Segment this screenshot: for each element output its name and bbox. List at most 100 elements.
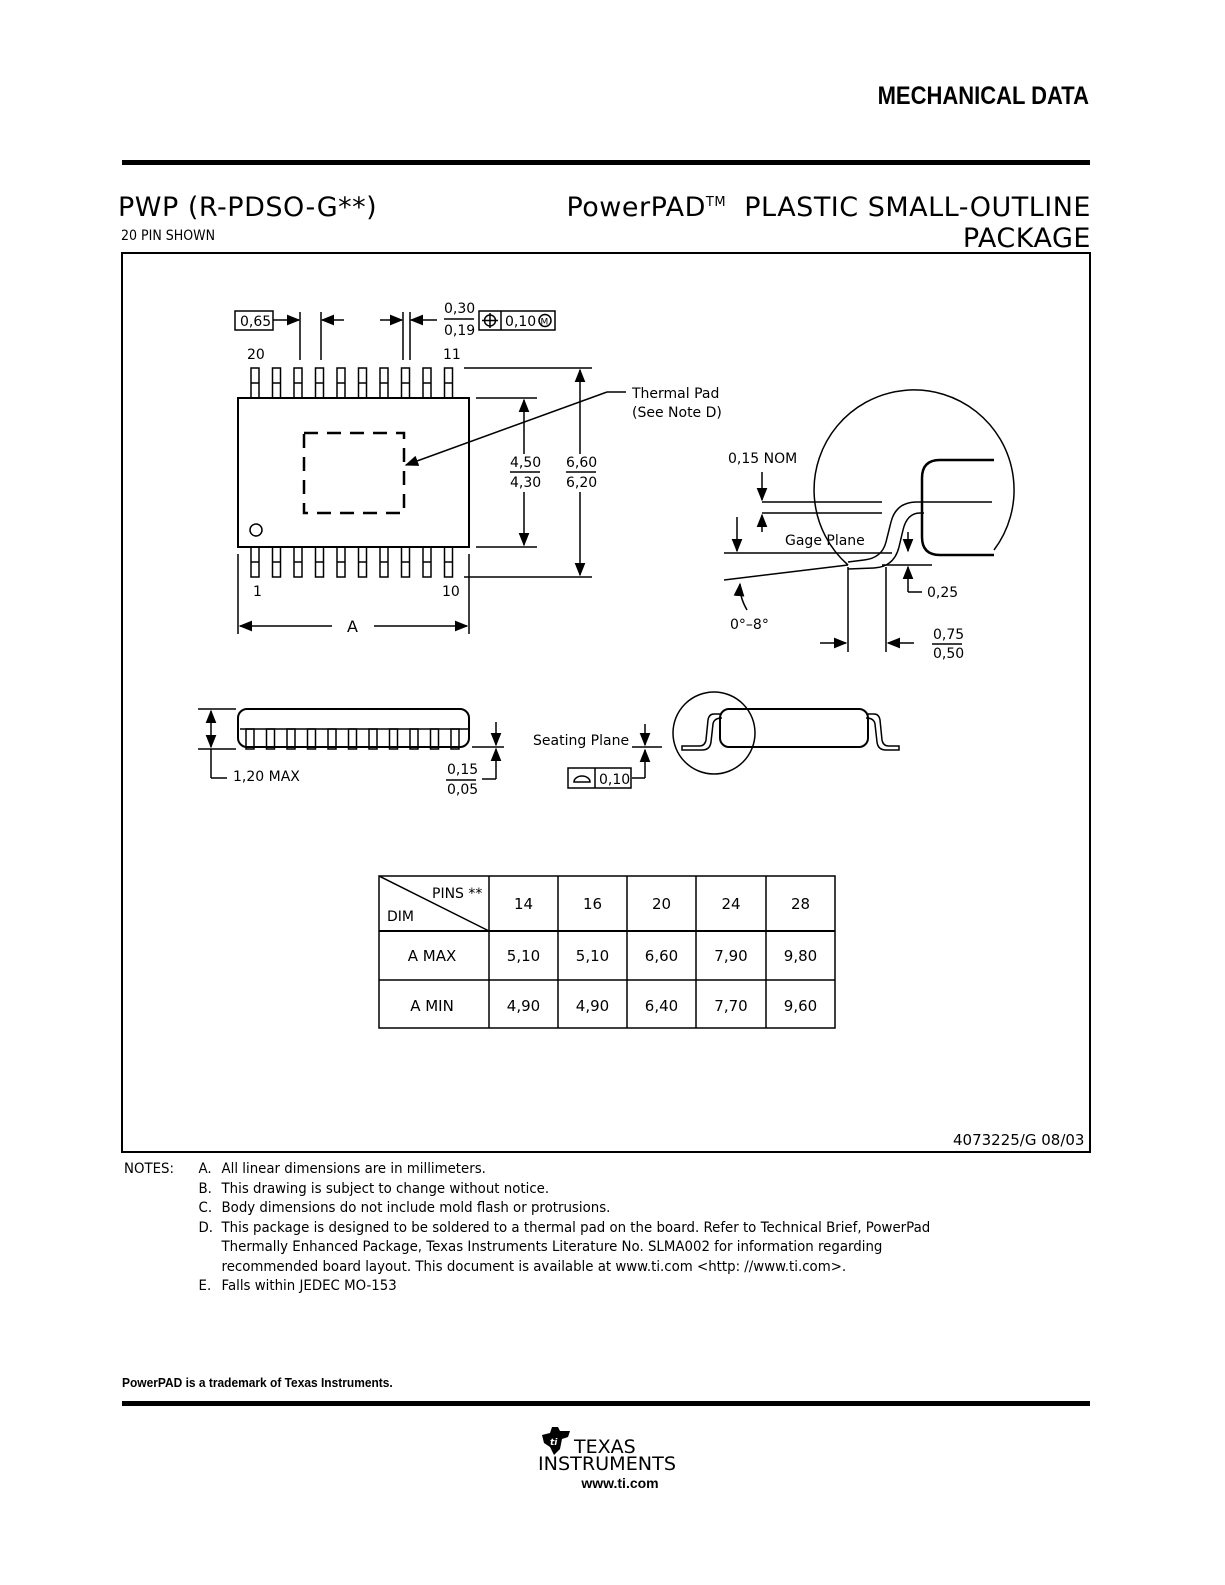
note-item: NOTES:A.All linear dimensions are in mil… — [124, 1160, 1007, 1180]
drawing-frame: 0,65 0,30 0,19 0,10 M 20 11 1 10 — [121, 252, 1091, 1153]
lead-width-max: 0,30 — [444, 301, 475, 317]
table-cell: 5,10 — [576, 947, 609, 965]
coplanarity-box — [567, 767, 632, 789]
profile-icon — [573, 775, 591, 783]
gage-plane-label: Gage Plane — [785, 533, 865, 549]
table-column-header: 28 — [791, 895, 810, 913]
mmc-icon — [538, 313, 552, 328]
notes-label: NOTES: — [124, 1161, 175, 1177]
note-letter: A. — [198, 1161, 212, 1177]
note-letter: D. — [198, 1219, 214, 1236]
bottom-rule — [122, 1401, 1090, 1406]
gage-offset: 0,25 — [927, 585, 958, 601]
pin-10-label: 10 — [442, 584, 460, 600]
pin-11-label: 11 — [443, 347, 461, 363]
seating-plane-label: Seating Plane — [533, 733, 629, 749]
side-view: 1,20 MAX 0,15 0,05 Seating Plane 0,10 — [198, 691, 900, 798]
coplanarity-value: 0,10 — [599, 772, 630, 788]
foot-length-max: 0,75 — [933, 627, 964, 643]
standoff-max: 0,15 — [447, 762, 478, 778]
body-width-min: 4,30 — [510, 475, 541, 491]
table-cell: 5,10 — [507, 947, 540, 965]
position-tolerance: 0,10 — [505, 314, 536, 330]
side-pin — [388, 728, 399, 750]
note-text: This drawing is subject to change withou… — [221, 1180, 550, 1197]
logo-line-1: TEXAS — [573, 1436, 636, 1458]
table-cell: 4,90 — [576, 997, 609, 1015]
logo-line-2: INSTRUMENTS — [538, 1453, 676, 1475]
note-text: recommended board layout. This document … — [221, 1258, 847, 1275]
side-pin — [265, 728, 276, 750]
thermal-pad-outline — [302, 431, 406, 515]
table-cell: 7,90 — [714, 947, 747, 965]
table-cell: 9,60 — [784, 997, 817, 1015]
page-header-title: MECHANICAL DATA — [877, 82, 1089, 110]
table-column-header: 24 — [721, 895, 740, 913]
side-pin — [306, 728, 317, 750]
package-description: PLASTIC SMALL-OUTLINE PACKAGE — [744, 192, 1091, 254]
document-number: 4073225/G 08/03 — [953, 1131, 1084, 1149]
side-pin — [450, 728, 460, 750]
lead-angle: 0°–8° — [730, 617, 769, 633]
package-body — [237, 397, 470, 548]
thermal-pad-label: Thermal Pad — [631, 386, 719, 402]
table-cell: 6,60 — [645, 947, 678, 965]
table-cell: 7,70 — [714, 997, 747, 1015]
note-item: C. Body dimensions do not include mold fl… — [124, 1199, 1007, 1219]
table-cell: 4,90 — [507, 997, 540, 1015]
note-text: Thermally Enhanced Package, Texas Instru… — [221, 1239, 883, 1255]
table-column-header: 20 — [652, 895, 671, 913]
table-cell: 9,80 — [784, 947, 817, 965]
note-item: Thermally Enhanced Package, Texas Instru… — [124, 1238, 1007, 1258]
pin-1-label: 1 — [253, 584, 262, 600]
standoff-min: 0,05 — [447, 782, 478, 798]
table-header-dim: DIM — [387, 909, 414, 925]
pins-shown-label: 20 PIN SHOWN — [121, 228, 216, 244]
svg-text:ti: ti — [550, 1438, 558, 1448]
note-letter: C. — [198, 1200, 213, 1216]
side-pin — [368, 728, 378, 750]
note-item: B. This drawing is subject to change with… — [124, 1180, 1007, 1200]
footer-url: www.ti.com — [581, 1475, 659, 1491]
top-rule — [122, 160, 1090, 165]
note-item: D. This package is designed to be soldere… — [124, 1219, 1007, 1239]
table-row-label: A MAX — [408, 947, 457, 965]
side-pin — [286, 728, 296, 750]
note-letter: B. — [198, 1180, 212, 1197]
table-header-pins: PINS ** — [432, 886, 482, 902]
side-pin — [429, 728, 440, 750]
note-text: This package is designed to be soldered … — [221, 1219, 931, 1236]
package-title: PowerPADTM PLASTIC SMALL-OUTLINE PACKAGE — [455, 192, 1091, 254]
ti-logo: ti TEXAS INSTRUMENTS — [538, 1427, 676, 1475]
side-detail-circle — [672, 691, 756, 775]
detail-circle — [813, 389, 1015, 566]
pin-20-label: 20 — [247, 347, 265, 363]
nom-thickness: 0,15 NOM — [728, 451, 797, 467]
pin1-indicator — [249, 523, 263, 537]
foot-length-min: 0,50 — [933, 646, 964, 662]
table-column-header: 14 — [514, 895, 533, 913]
dim-a-label: A — [347, 617, 358, 636]
note-letter: E. — [198, 1278, 212, 1294]
total-width-min: 6,20 — [566, 475, 597, 491]
mechanical-drawing: 0,65 0,30 0,19 0,10 M 20 11 1 10 — [198, 301, 1084, 1149]
side-pin — [409, 728, 419, 750]
svg-text:M: M — [541, 318, 549, 328]
side-pins — [245, 728, 460, 750]
ti-logo-icon: ti — [542, 1427, 570, 1455]
trademark-note: PowerPAD is a trademark of Texas Instrum… — [122, 1375, 393, 1390]
side-pin — [327, 728, 337, 750]
package-name: PowerPAD — [566, 192, 706, 223]
height-max: 1,20 MAX — [233, 769, 300, 785]
note-text: Body dimensions do not include mold flas… — [221, 1200, 611, 1216]
position-tolerance-box — [478, 310, 556, 331]
thermal-pad-note: (See Note D) — [632, 405, 722, 421]
pitch-value: 0,65 — [240, 314, 271, 330]
total-width-max: 6,60 — [566, 455, 597, 471]
notes-section: NOTES:A.All linear dimensions are in mil… — [124, 1160, 1007, 1297]
top-pins — [250, 367, 454, 399]
side-pin — [245, 728, 255, 750]
lead-width-min: 0,19 — [444, 323, 475, 339]
